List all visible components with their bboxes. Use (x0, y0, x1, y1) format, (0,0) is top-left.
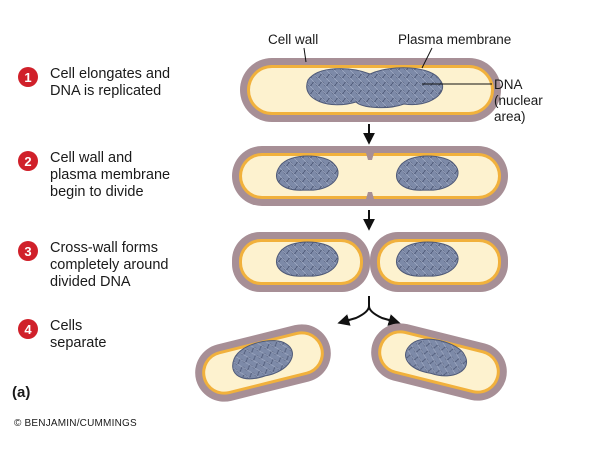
copyright-notice: © BENJAMIN/CUMMINGS (14, 418, 137, 429)
cell-step-4-right (371, 323, 507, 401)
cell-step-2 (232, 146, 508, 206)
step-2: 2 Cell wall and plasma membrane begin to… (18, 150, 170, 201)
step-3: 3 Cross-wall forms completely around div… (18, 240, 169, 291)
dna-nuclear-area (306, 67, 443, 109)
plasma-membrane-leader-line (421, 47, 433, 69)
cell-wall-leader-line (303, 47, 307, 63)
step-2-number-badge: 2 (18, 151, 38, 171)
cell-step-4-left (195, 324, 331, 402)
plasma-membrane-label: Plasma membrane (398, 32, 512, 47)
panel-label: (a) (12, 384, 31, 401)
step-1-text: Cell elongates and DNA is replicated (50, 66, 171, 99)
step-4-number-badge: 4 (18, 319, 38, 339)
step-4: 4 Cells separate (18, 318, 106, 352)
step-1: 1 Cell elongates and DNA is replicated (18, 66, 170, 100)
dna-label: DNA (nuclear area) (494, 77, 543, 124)
step-2-text: Cell wall and plasma membrane begin to d… (50, 150, 171, 200)
split-arrow-icon (337, 296, 401, 326)
cell-step-1 (240, 58, 501, 122)
cell-step-3 (232, 232, 508, 292)
step-3-number-badge: 3 (18, 241, 38, 261)
step-1-number-badge: 1 (18, 67, 38, 87)
step-4-text: Cells separate (50, 318, 107, 351)
step-3-text: Cross-wall forms completely around divid… (50, 240, 169, 290)
cell-wall-label: Cell wall (268, 32, 319, 47)
